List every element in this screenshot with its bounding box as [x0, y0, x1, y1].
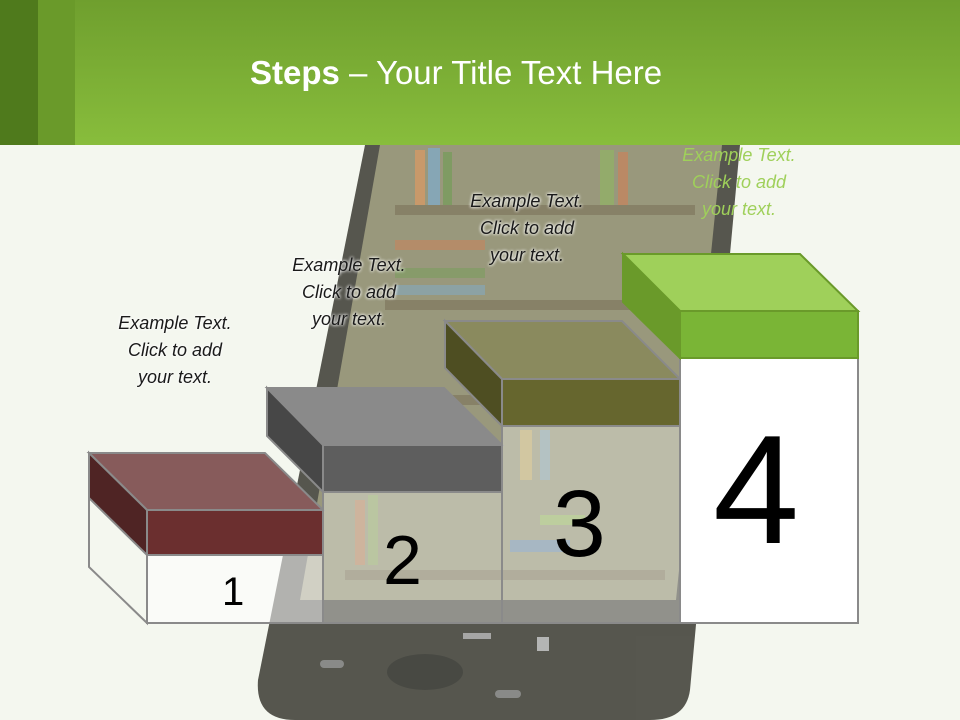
step-1-number: 1 [222, 570, 245, 614]
step-2-line-3: your text. [311, 309, 387, 329]
step-2-number: 2 [383, 521, 422, 599]
step-3-line-2: Click to add [479, 218, 575, 238]
step-4-line-2: Click to add [691, 172, 787, 192]
title-bold: Steps [250, 54, 340, 91]
step-1-text[interactable]: Example Text. Click to add your text. [85, 310, 265, 391]
step-1-block [86, 450, 326, 626]
title-bar-stripe-dark [0, 0, 38, 145]
step-2-line-2: Click to add [301, 282, 397, 302]
step-4-line-3: your text. [701, 199, 777, 219]
step-4-number: 4 [713, 403, 800, 576]
step-2-block [264, 385, 505, 624]
step-1-line-2: Click to add [127, 340, 223, 360]
step-4-block [620, 251, 861, 624]
slide-title[interactable]: Steps – Your Title Text Here [250, 54, 662, 92]
step-3-block [442, 318, 683, 624]
step-3-number: 3 [553, 471, 606, 577]
step-4-text[interactable]: Example Text. Click to add your text. [649, 142, 829, 223]
step-1-line-3: your text. [137, 367, 213, 387]
step-3-text[interactable]: Example Text. Click to add your text. [437, 188, 617, 269]
title-bar: Steps – Your Title Text Here [0, 0, 960, 145]
step-3-line-3: your text. [489, 245, 565, 265]
title-rest: – Your Title Text Here [339, 54, 663, 91]
steps-illustration [86, 145, 861, 720]
title-bar-stripe-mid [38, 0, 75, 145]
step-3-line-1: Example Text. [470, 191, 584, 211]
step-4-line-1: Example Text. [682, 145, 796, 165]
step-1-line-1: Example Text. [118, 313, 232, 333]
step-2-text[interactable]: Example Text. Click to add your text. [259, 252, 439, 333]
step-2-line-1: Example Text. [292, 255, 406, 275]
